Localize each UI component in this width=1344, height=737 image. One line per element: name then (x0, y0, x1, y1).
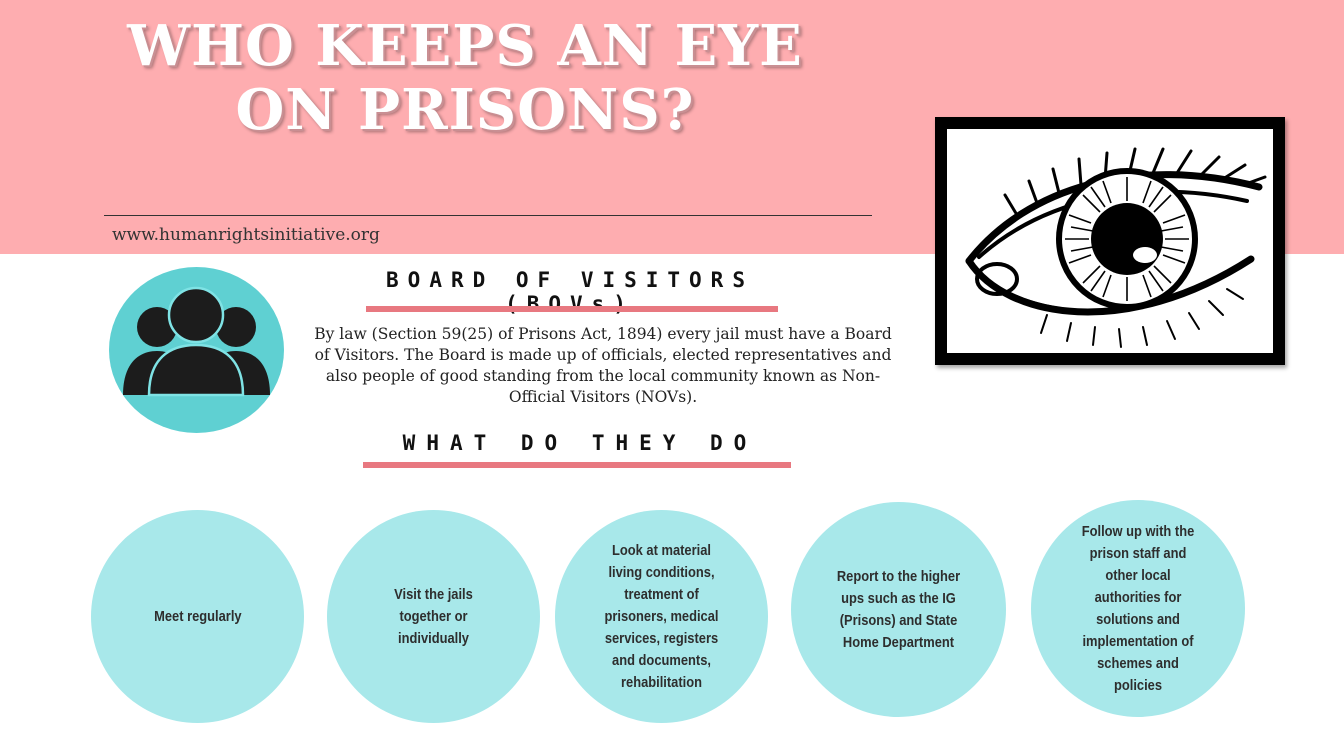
bov-heading-underline (366, 306, 778, 312)
page-title: WHO KEEPS AN EYE ON PRISONS? (127, 13, 803, 143)
activity-circle-follow-up: Follow up with the prison staff and othe… (1031, 500, 1245, 717)
activity-circle-meet: Meet regularly (91, 510, 304, 723)
activity-label: Meet regularly (153, 607, 242, 625)
activity-circle-inspect: Look at material living conditions, trea… (555, 510, 768, 723)
group-people-icon (123, 286, 270, 397)
eye-icon (965, 147, 1267, 348)
activity-label: Look at material living conditions, trea… (604, 541, 719, 691)
bov-heading: BOARD OF VISITORS (BOVs) (386, 268, 754, 316)
what-heading: WHAT DO THEY DO (402, 431, 758, 455)
people-badge (109, 267, 284, 433)
website-url: www.humanrightsinitiative.org (112, 225, 380, 245)
activity-label: Report to the higher ups such as the IG … (836, 567, 961, 651)
activity-circle-visit: Visit the jails together or individually (327, 510, 540, 723)
activity-label: Follow up with the prison staff and othe… (1081, 522, 1195, 694)
activity-circle-report: Report to the higher ups such as the IG … (791, 502, 1006, 717)
bov-description: By law (Section 59(25) of Prisons Act, 1… (314, 325, 892, 406)
eye-illustration-frame (935, 117, 1285, 365)
activity-label: Visit the jails together or individually (394, 585, 473, 647)
what-heading-underline (363, 462, 791, 468)
header-divider (104, 215, 872, 216)
